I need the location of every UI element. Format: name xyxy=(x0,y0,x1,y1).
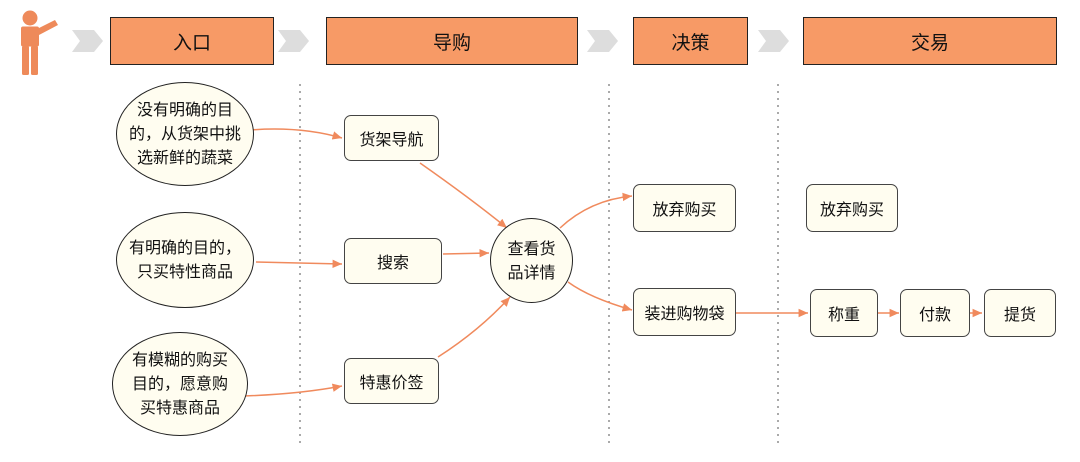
stage-header-guide: 导购 xyxy=(326,17,578,65)
node-trade-abandon: 放弃购买 xyxy=(806,184,898,232)
arrow-search-to-detail xyxy=(442,249,490,258)
arrow-detail-to-addbag xyxy=(567,281,633,312)
node-pay: 付款 xyxy=(900,289,970,337)
node-pickup: 提货 xyxy=(984,289,1056,337)
arrow-shelf-to-detail xyxy=(419,162,508,229)
chevron-right-icon xyxy=(587,30,618,52)
entry-no-goal-line: 没有明确的目 xyxy=(136,100,233,119)
entry-clear-goal: 有明确的目的， 只买特性商品 xyxy=(116,212,254,308)
chevron-right-icon xyxy=(72,30,103,52)
stage-header-entry: 入口 xyxy=(110,17,274,65)
arrow-special-to-detail xyxy=(437,296,511,358)
arrow-detail-to-abandon xyxy=(559,192,633,229)
entry-clear-goal-line: 只买特性商品 xyxy=(136,262,233,281)
stage-header-trade: 交易 xyxy=(803,17,1057,65)
arrow-entry3-to-special xyxy=(243,383,343,397)
entry-no-goal-line: 选新鲜的蔬菜 xyxy=(136,148,233,167)
node-view-detail-line: 品详情 xyxy=(507,262,556,282)
node-weigh: 称重 xyxy=(810,289,878,337)
arrow-entry2-to-search xyxy=(255,259,343,268)
entry-clear-goal-line: 有明确的目的， xyxy=(128,238,241,257)
entry-no-goal: 没有明确的目 的，从货架中挑 选新鲜的蔬菜 xyxy=(116,82,254,186)
entry-vague-goal-line: 买特惠商品 xyxy=(139,398,220,417)
node-add-to-bag: 装进购物袋 xyxy=(633,288,736,336)
entry-vague-goal-line: 目的，愿意购 xyxy=(131,374,228,393)
entry-vague-goal-line: 有模糊的购买 xyxy=(131,350,228,369)
chevron-right-icon xyxy=(758,30,789,52)
node-view-detail-line: 查看货 xyxy=(507,238,556,258)
arrow-entry1-to-shelf xyxy=(249,128,343,140)
node-special-price: 特惠价签 xyxy=(344,358,439,404)
stage-header-decision: 决策 xyxy=(633,17,748,65)
entry-no-goal-line: 的，从货架中挑 xyxy=(128,124,241,143)
node-shelf-nav: 货架导航 xyxy=(344,115,439,161)
node-search: 搜索 xyxy=(344,238,442,284)
chevron-right-icon xyxy=(278,30,309,52)
person-pointing-icon xyxy=(21,10,58,75)
node-decision-abandon: 放弃购买 xyxy=(633,184,736,232)
node-view-detail: 查看货 品详情 xyxy=(490,218,573,303)
entry-vague-goal: 有模糊的购买 目的，愿意购 买特惠商品 xyxy=(112,332,248,436)
